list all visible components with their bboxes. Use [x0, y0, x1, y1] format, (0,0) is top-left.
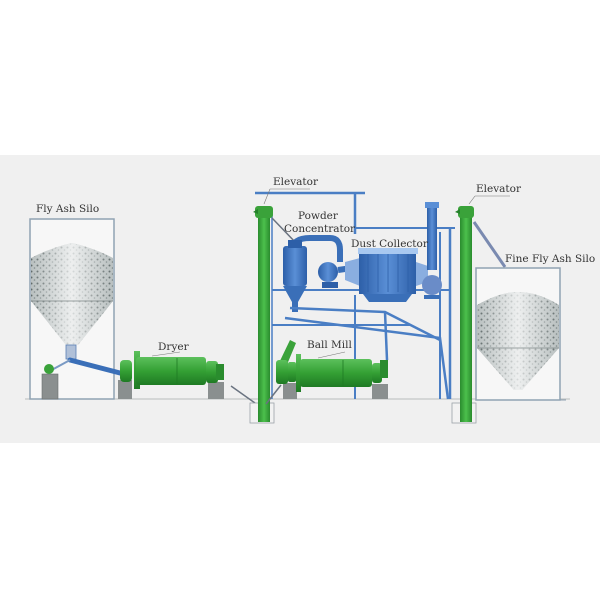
dryer-discharge-chute — [230, 385, 256, 404]
label-powder-concentrator-2: Concentrator — [284, 223, 356, 235]
elevator-2 — [451, 206, 477, 424]
dust-collector — [345, 202, 442, 302]
fine-fly-ash-silo — [475, 267, 566, 401]
feed-pipe-to-concentrator — [271, 217, 298, 245]
label-powder-concentrator-1: Powder — [298, 210, 339, 222]
elevator-1-leader-line — [263, 188, 271, 205]
chute-to-fine-silo — [472, 221, 507, 268]
label-elevator-1: Elevator — [273, 176, 319, 188]
return-pipes — [284, 306, 450, 400]
ball-mill — [265, 340, 388, 405]
label-ball-mill: Ball Mill — [307, 339, 352, 351]
fly-ash-silo — [29, 218, 123, 400]
label-fly-ash-silo: Fly Ash Silo — [36, 203, 99, 215]
powder-concentrator — [283, 235, 353, 312]
label-dust-collector: Dust Collector — [351, 238, 429, 250]
elevator-1 — [249, 206, 275, 424]
label-elevator-2: Elevator — [476, 183, 522, 195]
dryer-leader-line — [151, 351, 181, 357]
label-fine-fly-ash-silo: Fine Fly Ash Silo — [505, 253, 595, 265]
dryer — [118, 351, 224, 399]
label-dryer: Dryer — [158, 341, 190, 353]
ball-mill-leader-line — [317, 351, 346, 359]
elevator-2-leader-line — [468, 195, 476, 205]
